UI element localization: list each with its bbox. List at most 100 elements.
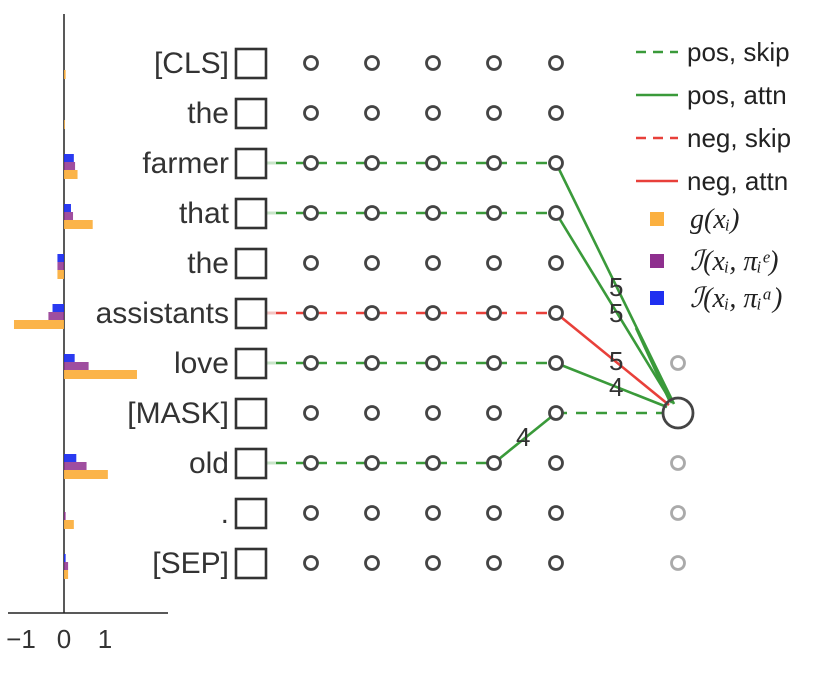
legend-swatch-Ia [650, 291, 664, 305]
node [486, 405, 502, 421]
edge-weight-label: 4 [609, 372, 623, 402]
node [425, 405, 441, 421]
node [548, 405, 564, 421]
node [425, 105, 441, 121]
node [425, 355, 441, 371]
token-box [234, 197, 268, 230]
legend-swatch-g [650, 212, 664, 226]
node [548, 105, 564, 121]
bar-Ie [64, 512, 66, 520]
token-box [234, 147, 268, 180]
node [425, 205, 441, 221]
edge-farmer-pos-attn [554, 162, 676, 405]
node [486, 455, 502, 471]
legend-swatch-Ie [650, 254, 664, 268]
edge-weight-label: 5 [609, 272, 623, 302]
node [364, 455, 380, 471]
bar-Ia [64, 154, 74, 162]
node [548, 355, 564, 371]
node [425, 255, 441, 271]
legend-label-neg-skip: neg, skip [687, 123, 791, 153]
bar-Ia [64, 454, 77, 462]
node [486, 305, 502, 321]
token-label: the [187, 97, 229, 130]
node [486, 555, 502, 571]
bar-g [64, 220, 93, 229]
node [425, 455, 441, 471]
token-box [234, 547, 268, 580]
token-label: that [179, 197, 230, 230]
token-label: . [221, 497, 229, 530]
node [303, 555, 319, 571]
bar-Ia [64, 554, 66, 562]
bar-g [64, 70, 66, 79]
node [425, 505, 441, 521]
node [486, 105, 502, 121]
node [364, 405, 380, 421]
edge-that-pos-attn [554, 212, 674, 404]
node [548, 205, 564, 221]
node [548, 55, 564, 71]
node [425, 155, 441, 171]
edge-weight-label: 5 [609, 346, 623, 376]
token-label: assistants [96, 297, 229, 330]
output-node-period [670, 505, 686, 521]
bar-g [57, 270, 64, 279]
token-box [234, 397, 268, 430]
node [486, 205, 502, 221]
output-node-old [670, 455, 686, 471]
node [425, 55, 441, 71]
node [548, 305, 564, 321]
bar-Ie [64, 162, 76, 170]
node [303, 255, 319, 271]
node [548, 555, 564, 571]
node [303, 505, 319, 521]
bar-g [64, 520, 74, 529]
node [486, 55, 502, 71]
node [548, 155, 564, 171]
bar-Ia [57, 254, 64, 262]
bar-g [64, 120, 65, 129]
node [364, 255, 380, 271]
bar-g [64, 570, 69, 579]
node [364, 355, 380, 371]
node [548, 505, 564, 521]
x-tick-label-1: 1 [98, 624, 112, 654]
node [364, 205, 380, 221]
output-node-sep [670, 555, 686, 571]
node [364, 505, 380, 521]
node [486, 255, 502, 271]
node [364, 305, 380, 321]
bar-Ie [64, 562, 69, 570]
node [548, 455, 564, 471]
node [486, 155, 502, 171]
legend-label-pos-attn: pos, attn [687, 80, 787, 110]
legend: pos, skip pos, attn neg, skip neg, attn … [636, 37, 791, 314]
token-label: [SEP] [152, 547, 229, 580]
edge-extra-pos-attn [634, 327, 672, 403]
legend-label-Ie: ℐ(xᵢ, πᵢᵉ) [690, 246, 778, 277]
token-box [234, 47, 268, 80]
token-box [234, 97, 268, 130]
output-node-love [670, 355, 686, 371]
bar-Ia [64, 204, 71, 212]
token-label: farmer [142, 147, 229, 180]
x-tick-label-neg1: −1 [6, 624, 36, 654]
node [548, 255, 564, 271]
edge-weight-label: 5 [609, 298, 623, 328]
legend-label-g: g(xᵢ) [690, 204, 740, 235]
bar-Ie [48, 312, 64, 320]
token-label: old [189, 447, 229, 480]
bar-Ie [57, 262, 64, 270]
token-label: [MASK] [127, 397, 229, 430]
output-node-mask [661, 396, 695, 430]
node [486, 355, 502, 371]
node [486, 505, 502, 521]
x-tick-label-0: 0 [57, 624, 71, 654]
legend-label-Ia: ℐ(xᵢ, πᵢᵃ) [690, 283, 782, 314]
edge-weight-label: 4 [516, 422, 530, 452]
token-box [234, 497, 268, 530]
edge-old-pos-attn [493, 411, 557, 465]
bar-g [64, 470, 108, 479]
bar-Ie [64, 362, 89, 370]
